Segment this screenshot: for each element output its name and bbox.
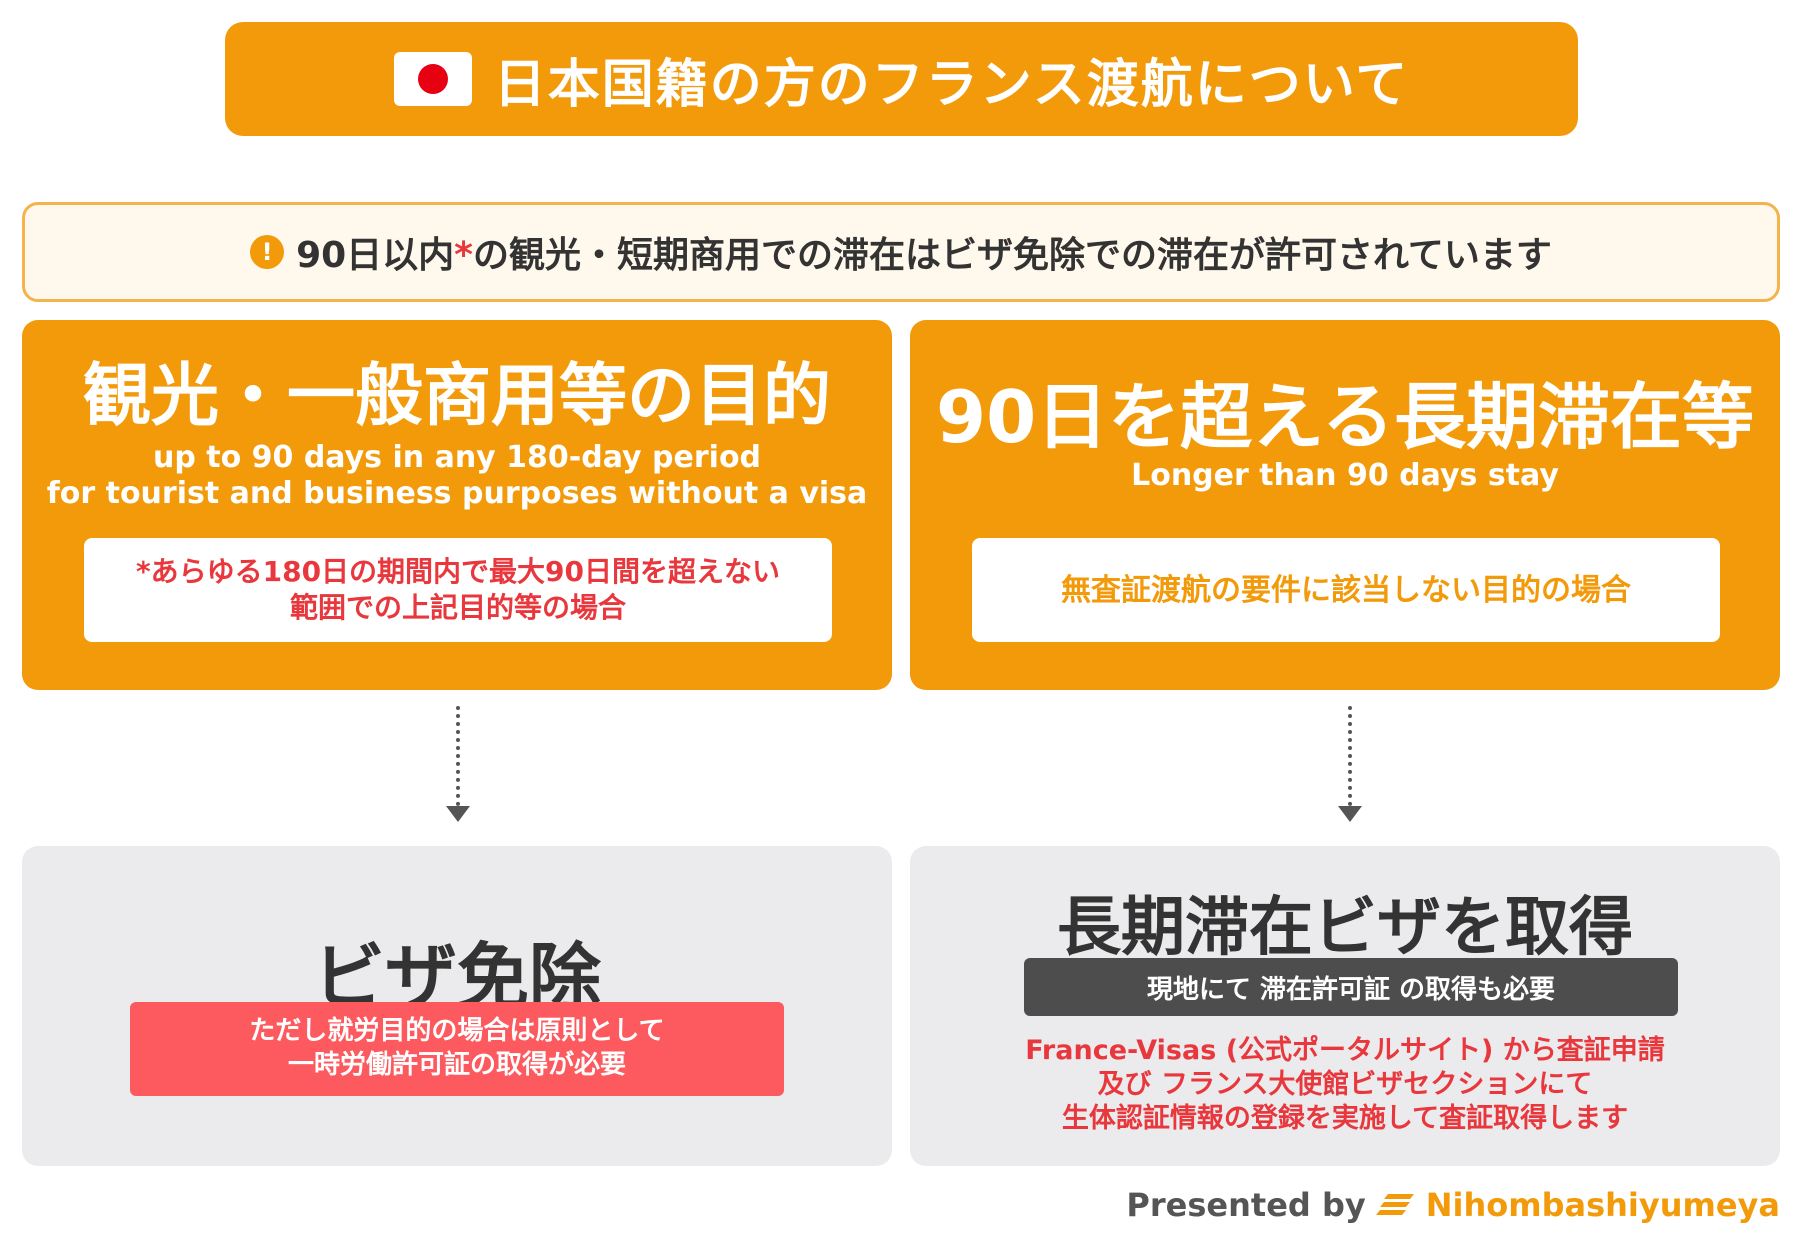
exclamation-icon: !	[250, 235, 285, 269]
arrow-down-icon	[446, 706, 470, 826]
long-stay-note-text: 無査証渡航の要件に該当しない目的の場合	[1061, 572, 1631, 608]
notice-text-before: 90日以内	[296, 235, 455, 276]
arrow-down-icon	[1338, 706, 1362, 826]
work-permit-note-line2: 一時労働許可証の取得が必要	[287, 1050, 626, 1080]
residence-permit-badge: 現地にて 滞在許可証 の取得も必要	[1024, 958, 1678, 1016]
long-stay-visa-title: 長期滞在ビザを取得	[1057, 891, 1633, 965]
notice-bar: ! 90日以内*の観光・短期商用での滞在はビザ免除での滞在が許可されています	[22, 202, 1780, 302]
page-title: 日本国籍の方のフランス渡航について	[493, 54, 1410, 115]
visa-application-description: France-Visas (公式ポータルサイト) から査証申請 及び フランス大…	[910, 1034, 1780, 1135]
footer-credit: Presented by Nihombashiyumeya	[1126, 1180, 1780, 1230]
visa-exemption-card: ビザ免除 ただし就労目的の場合は原則として 一時労働許可証の取得が必要	[22, 846, 892, 1166]
japan-flag-icon	[393, 52, 472, 106]
work-permit-note-line1: ただし就労目的の場合は原則として	[249, 1016, 665, 1047]
long-stay-visa-card: 長期滞在ビザを取得 現地にて 滞在許可証 の取得も必要 France-Visas…	[910, 846, 1780, 1166]
presented-by-label: Presented by	[1126, 1186, 1366, 1224]
long-stay-subtitle: Longer than 90 days stay	[1131, 458, 1559, 493]
short-stay-note-line1: *あらゆる180日の期間内で最大90日間を超えない	[135, 554, 781, 588]
notice-asterisk: *	[454, 235, 473, 276]
long-stay-title: 90日を超える長期滞在等	[935, 375, 1755, 459]
short-stay-subtitle-line2: for tourist and business purposes withou…	[46, 476, 868, 511]
short-stay-card: 観光・一般商用等の目的 up to 90 days in any 180-day…	[22, 320, 892, 690]
short-stay-note: *あらゆる180日の期間内で最大90日間を超えない 範囲での上記目的等の場合	[84, 538, 832, 642]
notice-text: 90日以内*の観光・短期商用での滞在はビザ免除での滞在が許可されています	[296, 226, 1552, 278]
nihombashiyumeya-logo-icon	[1375, 1194, 1414, 1215]
work-permit-note: ただし就労目的の場合は原則として 一時労働許可証の取得が必要	[130, 1002, 784, 1096]
visa-application-line3: 生体認証情報の登録を実施して査証取得します	[1061, 1102, 1629, 1134]
long-stay-card: 90日を超える長期滞在等 Longer than 90 days stay 無査…	[910, 320, 1780, 690]
header-banner: 日本国籍の方のフランス渡航について	[225, 22, 1578, 136]
long-stay-note: 無査証渡航の要件に該当しない目的の場合	[972, 538, 1720, 642]
brand-name: Nihombashiyumeya	[1425, 1186, 1780, 1224]
notice-text-after: の観光・短期商用での滞在はビザ免除での滞在が許可されています	[473, 235, 1552, 276]
short-stay-subtitle: up to 90 days in any 180-day period for …	[22, 440, 892, 512]
short-stay-subtitle-line1: up to 90 days in any 180-day period	[152, 440, 762, 475]
short-stay-title: 観光・一般商用等の目的	[82, 357, 831, 436]
short-stay-note-line2: 範囲での上記目的等の場合	[289, 591, 626, 624]
visa-application-line1: France-Visas (公式ポータルサイト) から査証申請	[1025, 1035, 1665, 1066]
visa-application-line2: 及び フランス大使館ビザセクションにて	[1097, 1068, 1593, 1100]
